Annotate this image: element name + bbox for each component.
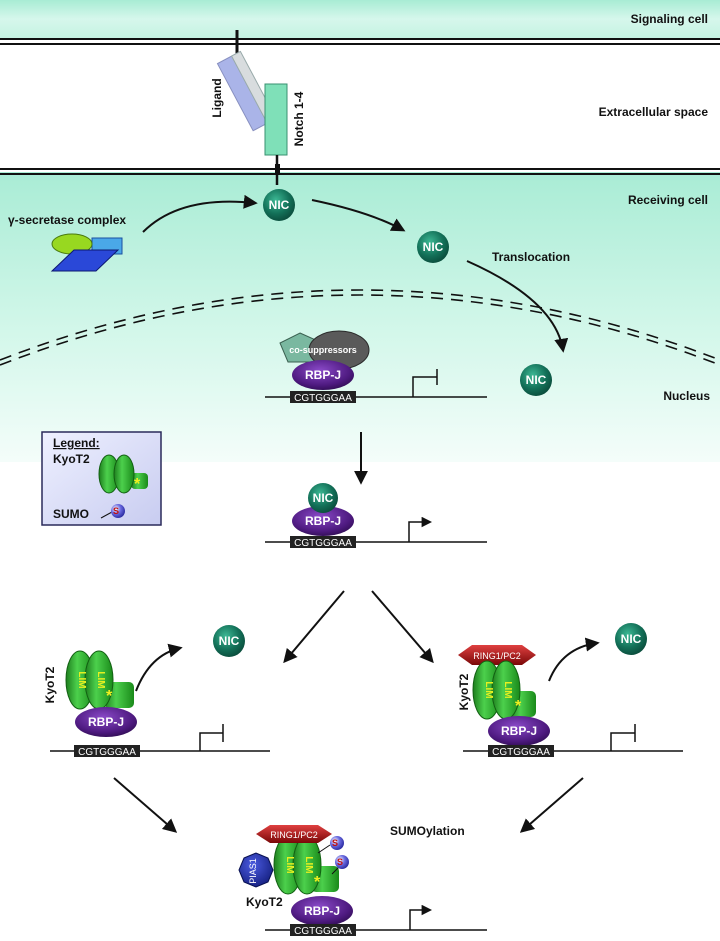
svg-text:LIM: LIM (483, 681, 494, 698)
svg-text:NIC: NIC (219, 634, 240, 648)
gamma-secretase-complex: γ-secretase complex (8, 213, 126, 272)
svg-text:RBP-J: RBP-J (88, 715, 124, 729)
co-suppressors-label: co-suppressors (289, 345, 357, 355)
receiving-cell-region (0, 172, 720, 462)
notch-receptor: Notch 1-4 (264, 83, 306, 185)
gamma-secretase-label: γ-secretase complex (8, 213, 126, 227)
receiving-cell-label: Receiving cell (628, 193, 708, 207)
pias1-label: PIAS1 (248, 858, 258, 884)
legend-kyot2-icon: * (98, 454, 148, 494)
sumoylated-complex: PIAS1 LIM LIM * RING1/PC2 S S KyoT2 RBP-… (238, 825, 487, 937)
arrow-nic-release-left (135, 643, 183, 692)
svg-text:S: S (337, 857, 343, 867)
arrow-secretase-to-nic (142, 194, 258, 233)
arrow-branch-right (371, 590, 434, 664)
arrow-translocation (466, 260, 569, 353)
nic-membrane: NIC (263, 189, 295, 221)
svg-text:*: * (134, 476, 141, 493)
signaling-cell-label: Signaling cell (631, 12, 708, 26)
legend-kyot2-label: KyoT2 (53, 452, 90, 466)
ring1-pc2-label-right: RING1/PC2 (473, 651, 521, 661)
receiving-cell-membrane (0, 168, 720, 175)
legend-sumo-icon: S (100, 504, 125, 519)
dna-sequence: CGTGGGAA (294, 393, 352, 404)
nuclear-envelope (0, 289, 720, 366)
extracellular-space-label: Extracellular space (599, 105, 709, 119)
kyot2-label-left: KyoT2 (43, 666, 57, 703)
arrow-branch-left (283, 590, 345, 664)
signaling-cell-region (0, 0, 720, 38)
legend-sumo-label: SUMO (53, 507, 89, 521)
legend: Legend: KyoT2 * SUMO S (41, 431, 162, 526)
svg-text:LIM: LIM (303, 856, 314, 873)
svg-text:CGTGGGAA: CGTGGGAA (294, 538, 352, 549)
kyot2-label-right: KyoT2 (457, 673, 471, 710)
active-complex: RBP-J NIC CGTGGGAA (265, 483, 487, 549)
sumoylation-label: SUMOylation (390, 824, 465, 838)
svg-text:LIM: LIM (284, 856, 295, 873)
svg-text:NIC: NIC (423, 240, 444, 254)
extracellular-region (0, 45, 720, 145)
svg-text:NIC: NIC (313, 491, 334, 505)
kyot2-ring1-complex-right: RING1/PC2 LIM LIM * KyoT2 RBP-J CGTGGGAA (457, 645, 683, 758)
svg-text:*: * (515, 698, 522, 715)
svg-text:CGTGGGAA: CGTGGGAA (78, 747, 136, 758)
nucleus-label: Nucleus (663, 389, 710, 403)
svg-text:NIC: NIC (269, 198, 290, 212)
svg-text:LIM: LIM (76, 671, 87, 688)
ligand-label: Ligand (210, 78, 224, 117)
svg-text:S: S (113, 506, 119, 516)
svg-text:NIC: NIC (621, 632, 642, 646)
nic-released-right: NIC (615, 623, 647, 655)
svg-text:LIM: LIM (95, 671, 106, 688)
svg-text:*: * (314, 874, 321, 891)
arrow-converge-right (519, 777, 584, 833)
ring1-pc2-label-bottom: RING1/PC2 (270, 830, 318, 840)
svg-text:LIM: LIM (502, 681, 513, 698)
arrow-converge-left (113, 777, 178, 833)
svg-text:S: S (332, 838, 338, 848)
kyot2-label-bottom: KyoT2 (246, 895, 283, 909)
rbpj-label: RBP-J (305, 368, 341, 382)
svg-text:RBP-J: RBP-J (305, 514, 341, 528)
nic-nucleus: NIC (520, 364, 552, 396)
notch-label: Notch 1-4 (292, 91, 306, 146)
translocation-label: Translocation (492, 250, 570, 264)
kyot2-complex-left: LIM LIM * KyoT2 RBP-J CGTGGGAA (43, 650, 270, 758)
arrow-nic-release (311, 199, 406, 232)
svg-text:*: * (106, 688, 113, 705)
svg-text:NIC: NIC (526, 373, 547, 387)
nic-cytoplasm: NIC (417, 231, 449, 263)
signaling-cell-membrane (0, 38, 720, 45)
svg-text:RBP-J: RBP-J (304, 904, 340, 918)
repressor-complex: co-suppressors RBP-J CGTGGGAA (265, 330, 487, 404)
svg-text:CGTGGGAA: CGTGGGAA (492, 747, 550, 758)
svg-text:RBP-J: RBP-J (501, 724, 537, 738)
legend-title: Legend: (53, 436, 100, 450)
arrow-nic-release-right (548, 637, 600, 682)
nic-released-left: NIC (213, 625, 245, 657)
svg-text:CGTGGGAA: CGTGGGAA (294, 926, 352, 937)
